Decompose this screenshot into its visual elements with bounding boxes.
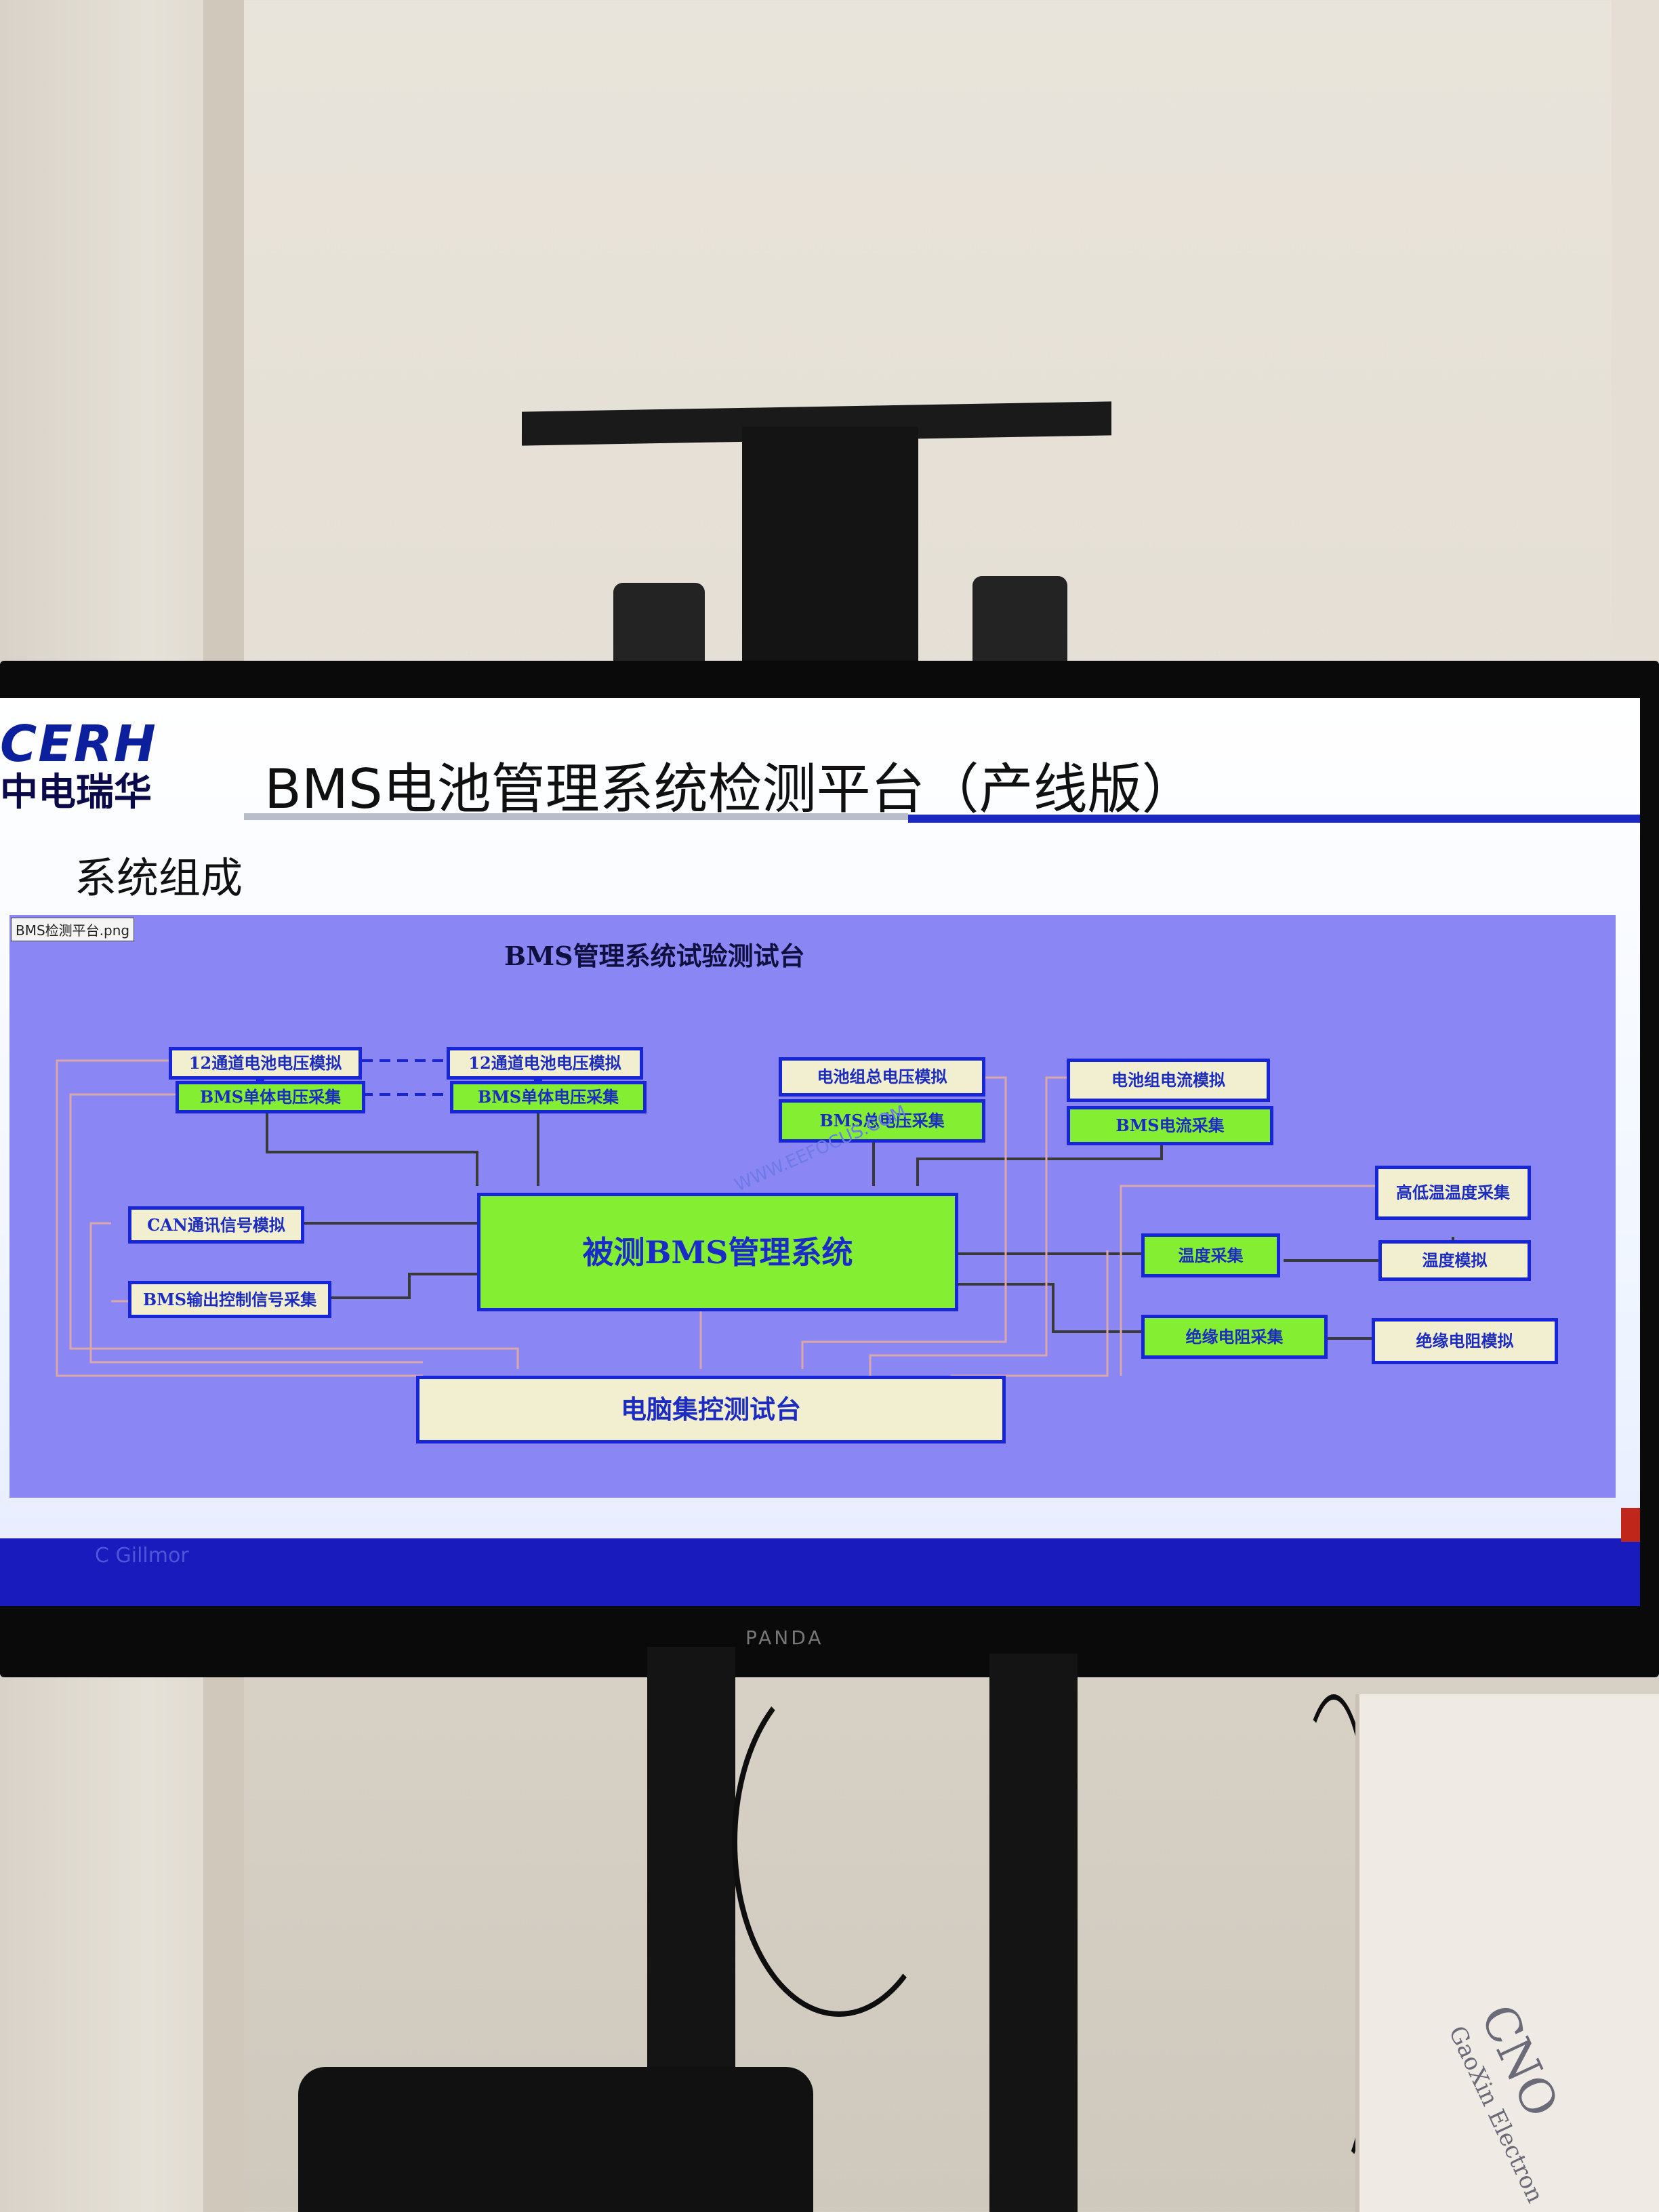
- node-pack-current-acq: BMS电流采集: [1067, 1106, 1273, 1145]
- cardboard-box: CNO GaoXin Electron: [1355, 1694, 1659, 2212]
- node-pack-voltage-acq: BMS总电压采集: [779, 1099, 985, 1143]
- node-pack-voltage-sim: 电池组总电压模拟: [779, 1057, 985, 1097]
- stand-leg-right: [989, 1654, 1078, 2212]
- slide-footer-text: C Gillmor: [95, 1544, 189, 1568]
- node-cell-voltage-sim-1: 12通道电池电压模拟: [169, 1047, 362, 1080]
- diagram-title: BMS管理系统试验测试台: [504, 941, 805, 971]
- stand-knob-right: [972, 576, 1067, 671]
- node-temperature-acq: 温度采集: [1141, 1233, 1280, 1277]
- red-edge-tab: [1621, 1508, 1640, 1542]
- brand-name-en: CERH: [0, 715, 157, 773]
- node-can-signal-sim: CAN通讯信号模拟: [128, 1206, 304, 1244]
- stand-knob-left: [613, 583, 705, 671]
- node-pc-control-console: 电脑集控测试台: [416, 1376, 1006, 1443]
- slide-footer-bar: [0, 1538, 1640, 1606]
- node-high-low-temp: 高低温温度采集: [1375, 1166, 1531, 1220]
- node-insulation-sim: 绝缘电阻模拟: [1372, 1318, 1558, 1364]
- node-cell-voltage-acq-2: BMS单体电压采集: [450, 1081, 647, 1113]
- chair-back: [298, 2067, 813, 2212]
- file-name-tag: BMS检测平台.png: [11, 918, 135, 941]
- node-bms-under-test: 被测BMS管理系统: [477, 1193, 958, 1311]
- stand-upper-post: [742, 427, 918, 684]
- cable-left: [732, 1667, 946, 2017]
- right-wall: [1612, 0, 1659, 678]
- brand-logo: CERH 中电瑞华: [0, 717, 217, 815]
- section-heading: 系统组成: [75, 853, 243, 903]
- node-cell-voltage-sim-2: 12通道电池电压模拟: [447, 1047, 643, 1080]
- title-rule-grey: [244, 813, 908, 820]
- brand-name-cn: 中电瑞华: [0, 771, 152, 815]
- node-pack-current-sim: 电池组电流模拟: [1067, 1059, 1270, 1102]
- node-bms-output-control: BMS输出控制信号采集: [128, 1281, 331, 1318]
- node-cell-voltage-acq-1: BMS单体电压采集: [176, 1081, 365, 1113]
- monitor-brand: PANDA: [745, 1626, 824, 1649]
- slide-screen: CERH 中电瑞华 BMS电池管理系统检测平台（产线版） 系统组成: [0, 698, 1640, 1606]
- node-insulation-acq: 绝缘电阻采集: [1141, 1315, 1328, 1359]
- slide-title: BMS电池管理系统检测平台（产线版）: [264, 758, 1196, 821]
- title-rule-blue: [908, 815, 1640, 823]
- system-diagram: BMS检测平台.png BMS管理系统试验测试台 12通道电池电压模拟 12通道…: [9, 915, 1616, 1498]
- node-temperature-sim: 温度模拟: [1378, 1240, 1531, 1281]
